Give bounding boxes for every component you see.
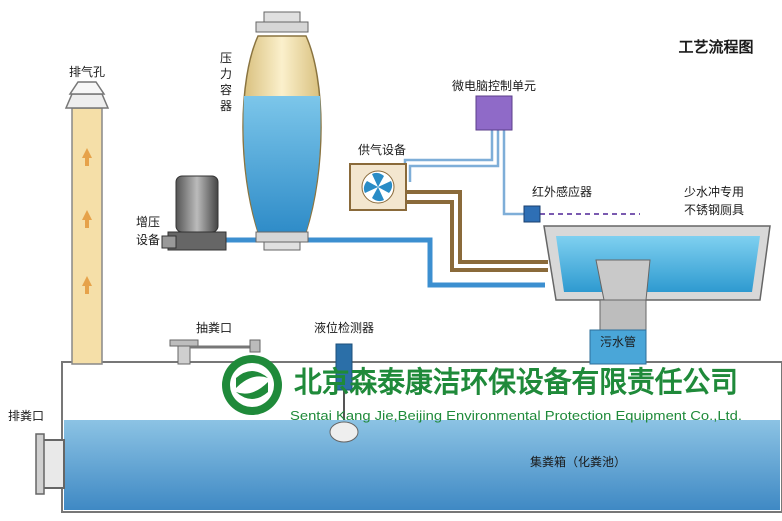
label-pressure-vessel: 压 力 容 器 (220, 51, 232, 113)
company-name-en: Sentai Kang Jie,Beijing Environmental Pr… (290, 408, 742, 423)
booster-pump (161, 175, 227, 251)
suction-port-pipe (169, 339, 261, 365)
fan-icon (363, 172, 393, 202)
diagram-title: 工艺流程图 (678, 38, 753, 56)
label-air-supply: 供气设备 (358, 142, 406, 157)
level-detector (329, 343, 359, 443)
svg-text:不锈钢厕具: 不锈钢厕具 (684, 203, 744, 217)
label-ir-sensor: 红外感应器 (532, 184, 592, 199)
discharge-port-flange (41, 439, 65, 489)
company-logo (222, 355, 282, 415)
svg-text:力: 力 (220, 67, 232, 81)
sewage-pipe (589, 329, 647, 365)
airflow-arrows (82, 148, 92, 294)
label-sewage-pipe: 污水管 (600, 334, 636, 349)
label-booster: 增压 设备 (136, 215, 160, 247)
svg-text:容: 容 (220, 82, 232, 97)
svg-text:器: 器 (220, 99, 232, 113)
label-toilet: 少水冲专用 不锈钢厕具 (684, 184, 744, 217)
vent-cap (64, 93, 110, 109)
svg-text:设备: 设备 (136, 233, 160, 247)
ir-sensor (523, 205, 541, 223)
water-pipe (212, 237, 545, 288)
label-discharge-port: 排粪口 (8, 409, 44, 423)
exhaust-vent-pipe (64, 81, 110, 365)
svg-text:压: 压 (220, 51, 232, 65)
svg-text:少水冲专用: 少水冲专用 (684, 184, 744, 199)
collection-tank (35, 361, 782, 513)
air-pipe (405, 190, 548, 272)
svg-text:增压: 增压 (136, 215, 160, 229)
stainless-toilet (543, 225, 771, 365)
label-suction-port: 抽粪口 (196, 321, 232, 335)
company-name-cn: 北京森泰康洁环保设备有限责任公司 (294, 365, 738, 399)
label-level-detector: 液位检测器 (314, 320, 374, 335)
air-supply-unit (349, 163, 407, 211)
pressure-vessel (242, 11, 322, 251)
label-exhaust-vent: 排气孔 (69, 64, 105, 79)
label-collection-tank: 集粪箱（化粪池） (530, 454, 626, 469)
label-microcontroller: 微电脑控制单元 (452, 79, 536, 93)
microcontroller-unit (475, 95, 513, 131)
